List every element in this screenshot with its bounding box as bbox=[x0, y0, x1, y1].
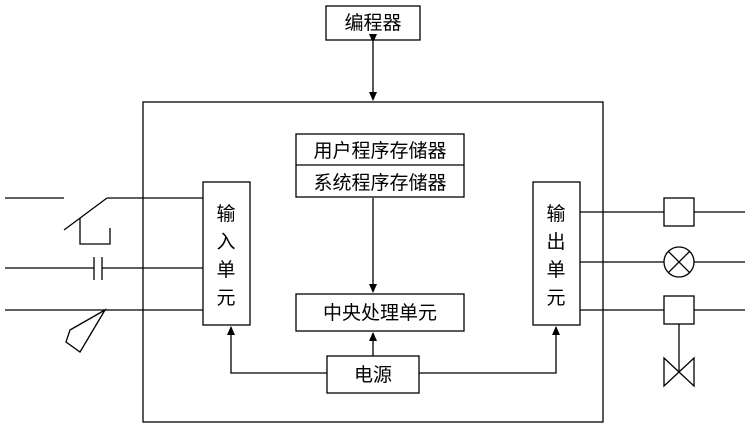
contact-icon bbox=[5, 257, 203, 280]
programmer-box: 编程器 bbox=[325, 5, 421, 41]
relay-coil-icon bbox=[580, 197, 745, 227]
cpu-box: 中央处理单元 bbox=[295, 293, 465, 332]
power-box: 电源 bbox=[326, 355, 420, 394]
power-to-input-arrow bbox=[227, 326, 327, 374]
output-unit-char: 出 bbox=[546, 231, 565, 253]
input-unit-char: 单 bbox=[216, 259, 235, 281]
memory-block: 用户程序存储器 系统程序存储器 bbox=[295, 133, 465, 198]
output-unit-box: 输 出 单 元 bbox=[532, 181, 581, 326]
switch-icon bbox=[5, 197, 203, 245]
user-program-memory-label: 用户程序存储器 bbox=[313, 140, 446, 162]
solenoid-valve-icon bbox=[580, 295, 745, 388]
lamp-icon bbox=[580, 246, 745, 278]
output-unit-char: 单 bbox=[546, 259, 565, 281]
programmer-label: 编程器 bbox=[344, 12, 401, 34]
power-label: 电源 bbox=[354, 364, 392, 386]
input-unit-char: 输 bbox=[216, 203, 235, 225]
output-unit-char: 输 bbox=[546, 203, 565, 225]
input-unit-char: 元 bbox=[216, 287, 235, 309]
input-unit-box: 输 入 单 元 bbox=[202, 181, 251, 326]
sensor-icon bbox=[5, 308, 203, 353]
system-program-memory-label: 系统程序存储器 bbox=[313, 172, 446, 194]
power-to-output-arrow bbox=[419, 326, 560, 374]
cpu-label: 中央处理单元 bbox=[323, 302, 437, 324]
output-unit-char: 元 bbox=[546, 287, 565, 309]
input-unit-char: 入 bbox=[216, 231, 235, 253]
